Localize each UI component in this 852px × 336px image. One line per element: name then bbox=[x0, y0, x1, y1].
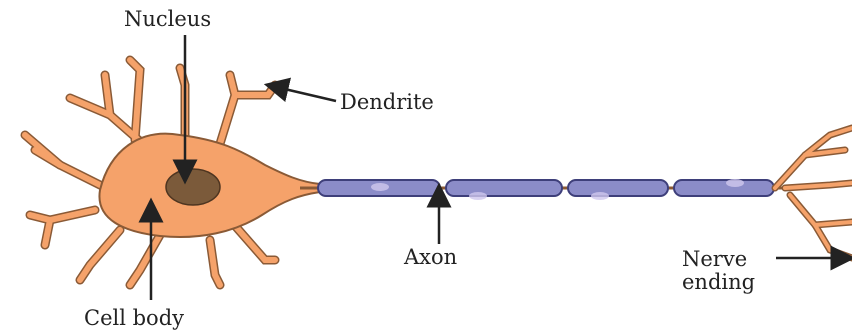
nerve-ending-label-line1: Nerve bbox=[682, 248, 755, 271]
nucleus bbox=[166, 169, 220, 205]
dendrite-label: Dendrite bbox=[340, 91, 434, 114]
dendrite-arrow-icon bbox=[276, 87, 336, 101]
cell-body-label: Cell body bbox=[84, 307, 184, 330]
axon-label: Axon bbox=[404, 246, 457, 269]
myelin-segment bbox=[568, 180, 668, 196]
myelin-segment bbox=[674, 180, 774, 196]
myelin-segment bbox=[446, 180, 562, 196]
nerve-ending-label: Nerve ending bbox=[682, 248, 755, 294]
nerve-ending bbox=[775, 128, 852, 258]
nerve-ending-label-line2: ending bbox=[682, 271, 755, 294]
nucleus-label: Nucleus bbox=[124, 8, 211, 31]
